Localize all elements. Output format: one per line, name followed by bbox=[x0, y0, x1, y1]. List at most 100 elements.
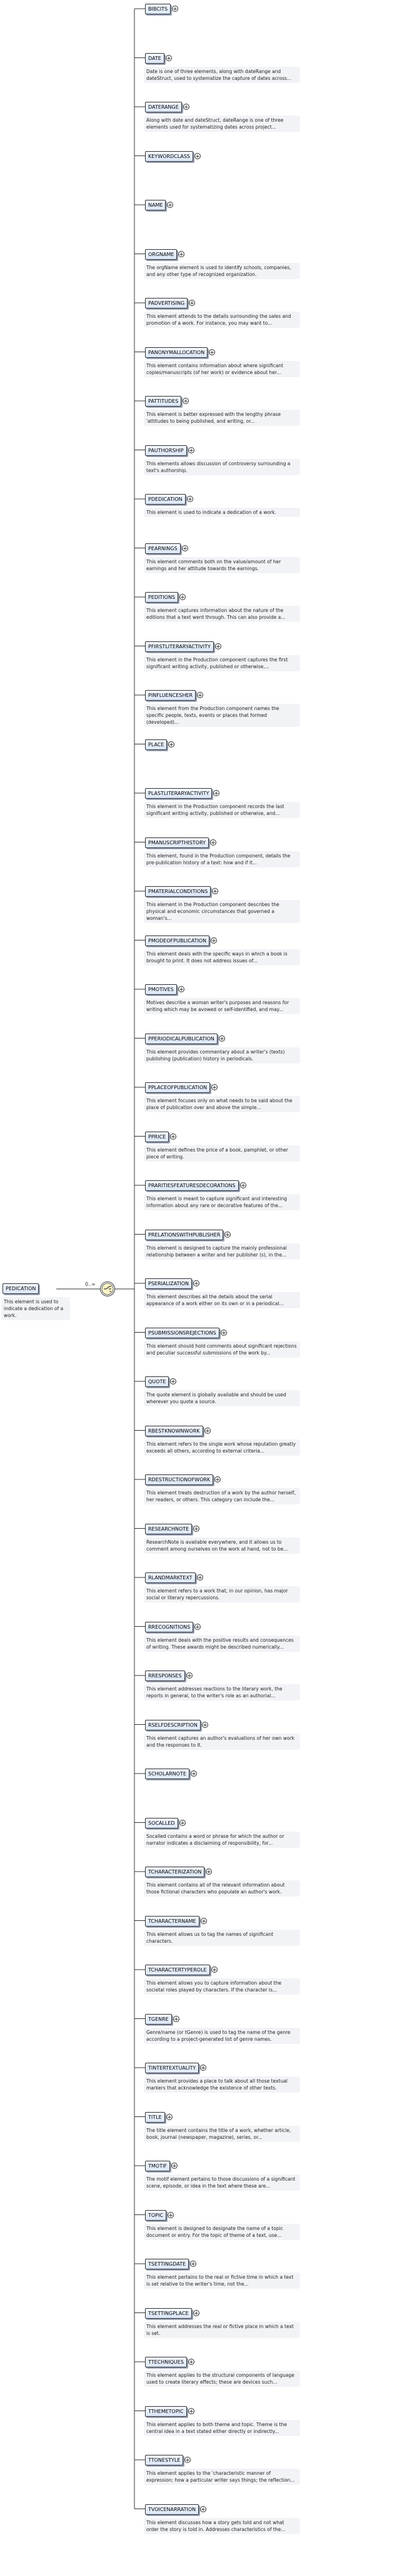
child-element-box[interactable]: PEDITIONS bbox=[145, 592, 179, 603]
expand-plus-icon[interactable]: + bbox=[210, 839, 216, 846]
child-element-box[interactable]: TVOICENARRATION bbox=[145, 2504, 199, 2515]
expand-plus-icon[interactable]: + bbox=[182, 545, 188, 552]
expand-plus-icon[interactable]: + bbox=[200, 2065, 206, 2071]
child-element-box[interactable]: TTECHNIQUES bbox=[145, 2357, 187, 2367]
expand-plus-icon[interactable]: + bbox=[190, 2261, 196, 2268]
child-element-box[interactable]: PMOTIVES bbox=[145, 984, 177, 995]
child-element-box[interactable]: ORGNAME bbox=[145, 249, 178, 260]
child-element-box[interactable]: DATERANGE bbox=[145, 102, 182, 112]
expand-plus-icon[interactable]: + bbox=[179, 1819, 186, 1827]
child-element-box[interactable]: RBESTKNOWNWORK bbox=[145, 1425, 203, 1436]
child-element-box[interactable]: PADVERTISING bbox=[145, 298, 188, 308]
expand-plus-icon[interactable]: + bbox=[211, 1967, 218, 1973]
expand-plus-icon[interactable]: + bbox=[240, 1182, 246, 1189]
child-element-box[interactable]: PSERIALIZATION bbox=[145, 1278, 193, 1289]
child-element-box[interactable]: TCHARACTERTYPEROLE bbox=[145, 1965, 210, 1975]
expand-plus-icon[interactable]: + bbox=[184, 2457, 191, 2464]
child-element-box[interactable]: RESEARCHNOTE bbox=[145, 1523, 193, 1534]
child-element-box[interactable]: TMOTIF bbox=[145, 2161, 170, 2171]
expand-plus-icon[interactable]: + bbox=[212, 888, 218, 895]
expand-plus-icon[interactable]: + bbox=[224, 1231, 231, 1238]
expand-plus-icon[interactable]: + bbox=[213, 790, 219, 797]
child-element-box[interactable]: KEYWORDCLASS bbox=[145, 151, 193, 162]
expand-plus-icon[interactable]: + bbox=[168, 2211, 174, 2219]
expand-plus-icon[interactable]: + bbox=[214, 1476, 221, 1483]
expand-plus-icon[interactable]: + bbox=[173, 2015, 179, 2023]
child-element-box[interactable]: RDESTRUCTIONOFWORK bbox=[145, 1474, 214, 1485]
child-element-box[interactable]: RRESPONSES bbox=[145, 1670, 185, 1681]
child-element-box[interactable]: PAUTHORSHIP bbox=[145, 445, 187, 456]
child-element-box[interactable]: PRELATIONSWITHPUBLISHER bbox=[145, 1229, 224, 1240]
child-element-box[interactable]: PMODEOFPUBLICATION bbox=[145, 935, 210, 946]
expand-plus-icon[interactable]: + bbox=[202, 1721, 208, 1729]
child-element-box[interactable]: PATTITUDES bbox=[145, 396, 182, 407]
expand-plus-icon[interactable]: + bbox=[215, 643, 221, 650]
expand-plus-icon[interactable]: + bbox=[189, 300, 195, 307]
root-element-box[interactable]: PEDICATION bbox=[3, 1283, 39, 1294]
expand-plus-icon[interactable]: + bbox=[166, 2113, 173, 2121]
child-element-box[interactable]: SOCALLED bbox=[145, 1817, 178, 1828]
child-element-box[interactable]: TINTERTEXTUALITY bbox=[145, 2063, 199, 2073]
child-element-box[interactable]: TTHEMETOPIC bbox=[145, 2406, 187, 2417]
child-element-box[interactable]: TGENRE bbox=[145, 2013, 172, 2025]
expand-plus-icon[interactable]: + bbox=[170, 1378, 176, 1385]
expand-plus-icon[interactable]: + bbox=[172, 6, 178, 12]
child-element-box[interactable]: PDEDICATION bbox=[145, 494, 186, 505]
expand-plus-icon[interactable]: + bbox=[178, 986, 184, 993]
expand-plus-icon[interactable]: + bbox=[194, 152, 201, 160]
child-element-box[interactable]: PRARITIESFEATURESDECORATIONS bbox=[145, 1180, 239, 1191]
expand-plus-icon[interactable]: + bbox=[183, 104, 189, 111]
expand-plus-icon[interactable]: + bbox=[183, 398, 189, 405]
expand-plus-icon[interactable]: + bbox=[193, 2309, 199, 2317]
expand-plus-icon[interactable]: + bbox=[166, 54, 172, 62]
child-element-box[interactable]: PLASTLITERARYACTIVITY bbox=[145, 788, 213, 799]
child-element-box[interactable]: PPERIODICALPUBLICATION bbox=[145, 1033, 218, 1044]
child-element-box[interactable]: TSETTINGDATE bbox=[145, 2259, 189, 2269]
child-element-box[interactable]: PEARNINGS bbox=[145, 543, 181, 554]
expand-plus-icon[interactable]: + bbox=[168, 741, 174, 748]
expand-plus-icon[interactable]: + bbox=[193, 1280, 199, 1287]
expand-plus-icon[interactable]: + bbox=[201, 1917, 207, 1925]
child-element-box[interactable]: PLACE bbox=[145, 739, 168, 750]
child-element-box[interactable]: RLANDMARKTEXT bbox=[145, 1572, 196, 1583]
child-element-box[interactable]: BIBCITS bbox=[145, 4, 171, 14]
expand-plus-icon[interactable]: + bbox=[194, 1623, 201, 1631]
child-element-box[interactable]: TTONESTYLE bbox=[145, 2455, 184, 2465]
expand-plus-icon[interactable]: + bbox=[179, 594, 186, 601]
child-element-box[interactable]: TCHARACTERNAME bbox=[145, 1915, 199, 1927]
child-element-box[interactable]: TSETTINGPLACE bbox=[145, 2307, 192, 2319]
expand-plus-icon[interactable]: + bbox=[221, 1329, 227, 1336]
child-element-box[interactable]: TOPIC bbox=[145, 2209, 166, 2221]
child-element-box[interactable]: DATE bbox=[145, 52, 164, 64]
expand-plus-icon[interactable]: + bbox=[197, 692, 203, 699]
expand-plus-icon[interactable]: + bbox=[170, 1133, 176, 1140]
expand-plus-icon[interactable]: + bbox=[188, 447, 194, 454]
expand-plus-icon[interactable]: + bbox=[209, 348, 215, 356]
expand-plus-icon[interactable]: + bbox=[206, 1868, 212, 1875]
expand-plus-icon[interactable]: + bbox=[200, 2505, 206, 2513]
child-element-box[interactable]: PPRICE bbox=[145, 1131, 169, 1142]
expand-plus-icon[interactable]: + bbox=[167, 202, 173, 209]
expand-plus-icon[interactable]: + bbox=[188, 2407, 194, 2415]
child-element-box[interactable]: PSUBMISSIONSREJECTIONS bbox=[145, 1327, 219, 1338]
expand-plus-icon[interactable]: + bbox=[186, 1672, 193, 1679]
expand-plus-icon[interactable]: + bbox=[191, 1770, 197, 1777]
child-element-box[interactable]: PMATERIALCONDITIONS bbox=[145, 886, 211, 897]
expand-plus-icon[interactable]: + bbox=[178, 250, 184, 258]
child-element-box[interactable]: SCHOLARNOTE bbox=[145, 1769, 189, 1779]
expand-plus-icon[interactable]: + bbox=[187, 496, 193, 503]
expand-plus-icon[interactable]: + bbox=[193, 1525, 199, 1532]
expand-plus-icon[interactable]: + bbox=[211, 937, 217, 944]
expand-plus-icon[interactable]: + bbox=[171, 2163, 178, 2169]
child-element-box[interactable]: RSELFDESCRIPTION bbox=[145, 1719, 201, 1730]
child-element-box[interactable]: PMANUSCRIPTHISTORY bbox=[145, 837, 209, 848]
expand-plus-icon[interactable]: + bbox=[219, 1035, 225, 1042]
child-element-box[interactable]: NAME bbox=[145, 200, 166, 210]
child-element-box[interactable]: TITLE bbox=[145, 2111, 165, 2123]
expand-plus-icon[interactable]: + bbox=[211, 1084, 218, 1091]
child-element-box[interactable]: RRECOGNITIONS bbox=[145, 1621, 194, 1632]
child-element-box[interactable]: TCHARACTERIZATION bbox=[145, 1867, 205, 1877]
expand-plus-icon[interactable]: + bbox=[188, 2359, 194, 2366]
child-element-box[interactable]: PINFLUENCESHER bbox=[145, 690, 196, 701]
expand-plus-icon[interactable]: + bbox=[197, 1574, 203, 1581]
